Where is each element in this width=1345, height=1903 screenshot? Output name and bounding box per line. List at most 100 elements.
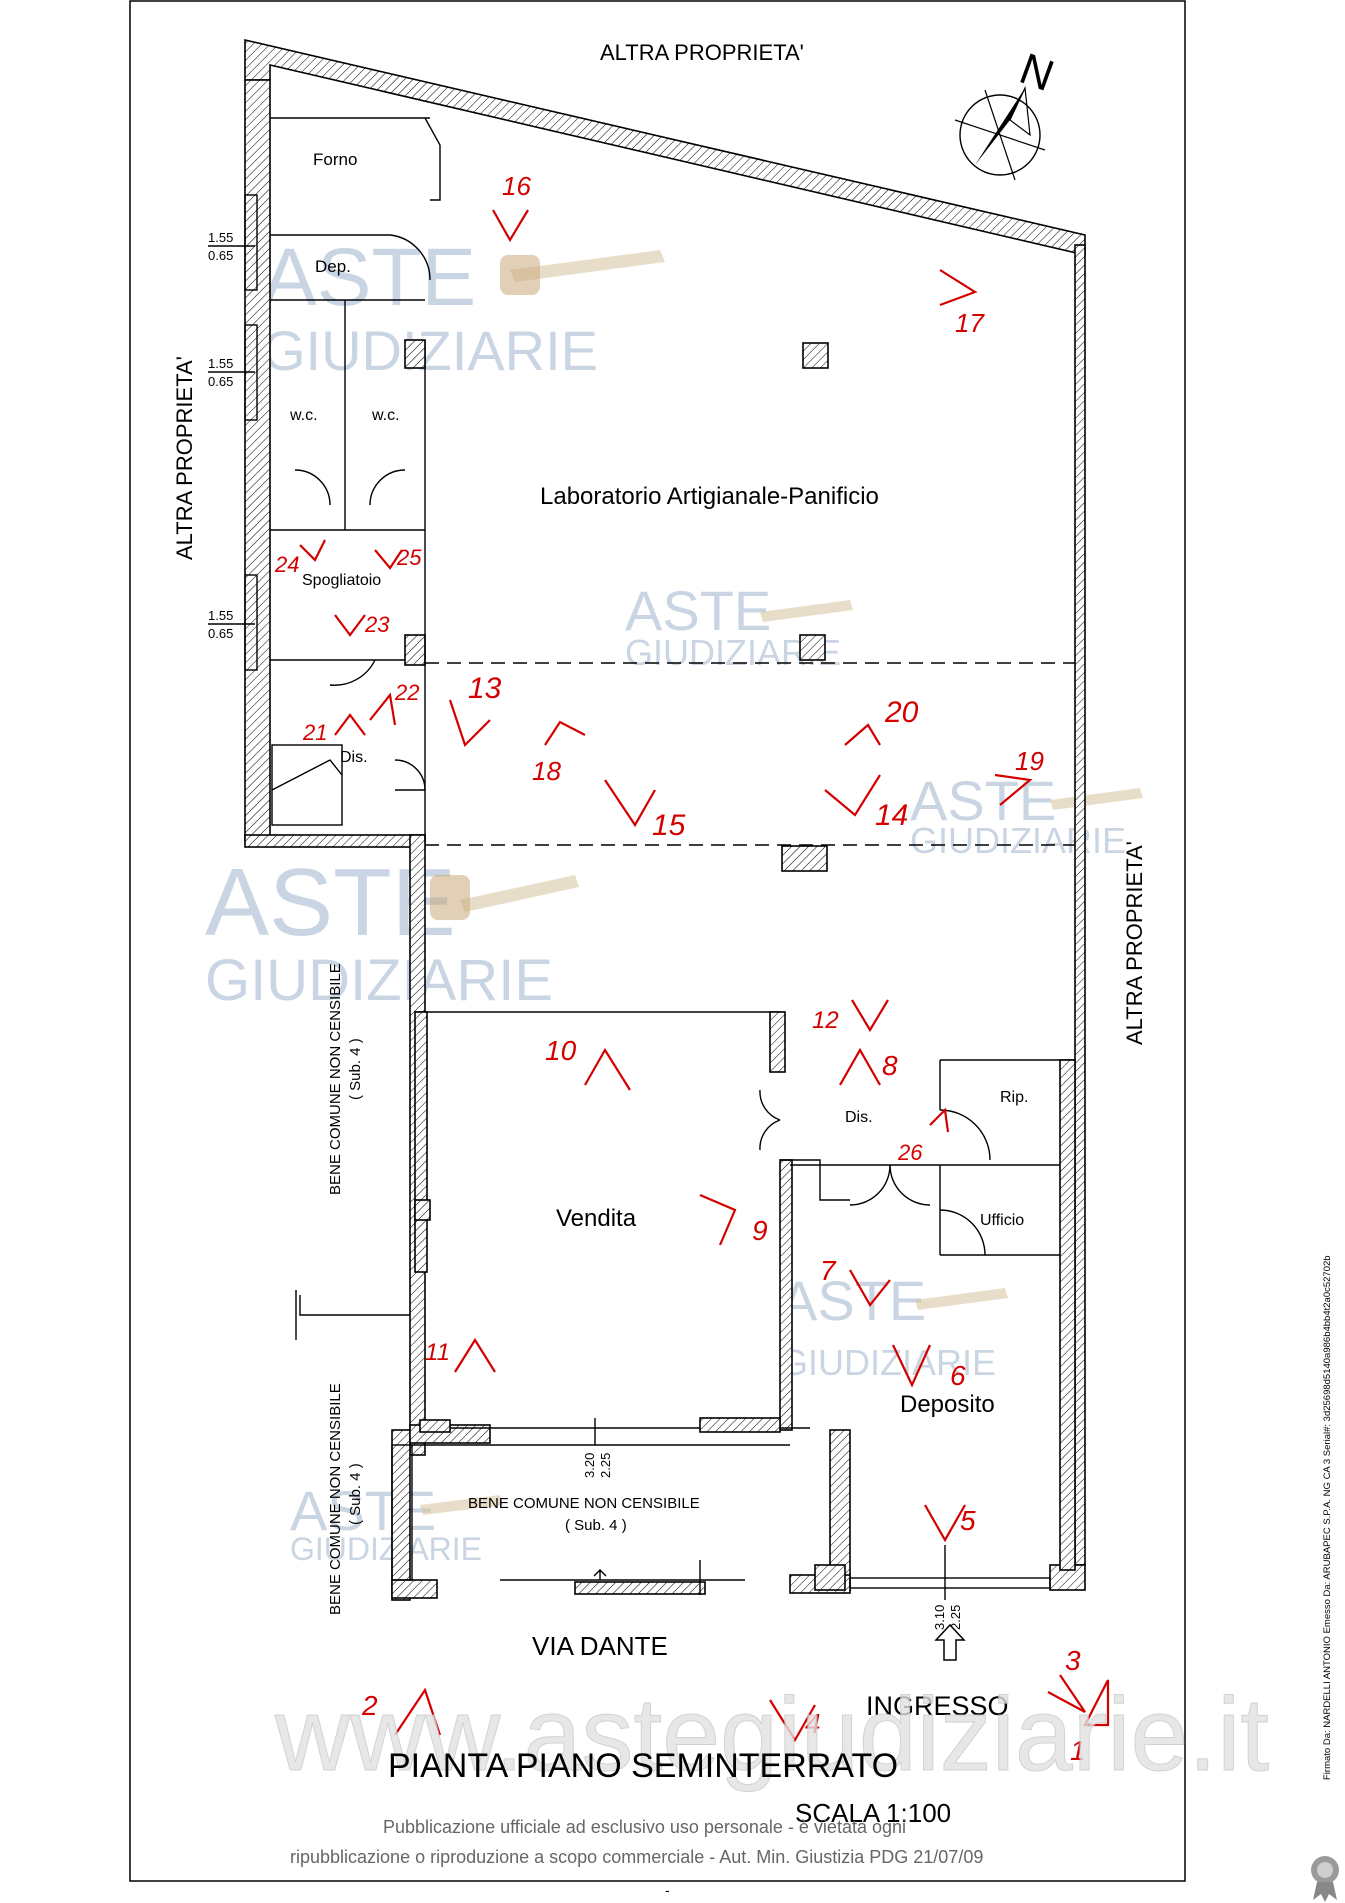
svg-text:9: 9 xyxy=(752,1215,768,1246)
watermark-logo: ASTE GIUDIZIARIE xyxy=(205,849,579,1013)
gavel-icon xyxy=(460,875,579,912)
svg-text:26: 26 xyxy=(897,1140,923,1165)
photo-marker-11: 11 xyxy=(425,1337,496,1373)
sheet-frame xyxy=(129,0,1186,1882)
opening-dimension-b: 2.25 xyxy=(948,1605,963,1630)
svg-text:1.55: 1.55 xyxy=(208,356,233,371)
photo-marker-18: 18 xyxy=(532,720,586,786)
photo-marker-20: 20 xyxy=(844,696,919,746)
footer-line-2: ripubblicazione o riproduzione a scopo c… xyxy=(290,1847,983,1867)
svg-text:0.65: 0.65 xyxy=(208,626,233,641)
common-area-label-lower: BENE COMUNE NON CENSIBILE xyxy=(327,1383,344,1615)
opening-dimension-a: 3.20 xyxy=(582,1453,597,1478)
photo-marker-5: 5 xyxy=(924,1504,976,1543)
svg-text:GIUDIZIARIE: GIUDIZIARIE xyxy=(910,820,1126,861)
photo-marker-25: 25 xyxy=(374,545,422,570)
svg-text:GIUDIZIARIE: GIUDIZIARIE xyxy=(205,948,553,1013)
svg-text:18: 18 xyxy=(532,756,561,786)
photo-marker-24: 24 xyxy=(274,539,326,577)
svg-text:15: 15 xyxy=(652,809,686,842)
room-label-rip: Rip. xyxy=(1000,1089,1028,1106)
opening-dimension-b: 2.25 xyxy=(598,1453,613,1478)
svg-text:0.65: 0.65 xyxy=(208,248,233,263)
seal-icon xyxy=(1311,1856,1339,1902)
photo-marker-2: 2 xyxy=(361,1687,442,1736)
window-dimension: 1.55 0.65 xyxy=(208,230,255,263)
gavel-icon xyxy=(760,600,853,622)
photo-marker-4: 4 xyxy=(769,1699,821,1743)
north-label: N xyxy=(1014,44,1061,101)
watermark-logo: ASTE GIUDIZIARIE xyxy=(780,1269,1008,1383)
photo-marker-15: 15 xyxy=(604,779,686,842)
photo-marker-26: 26 xyxy=(897,1107,950,1165)
footer-line-1: Pubblicazione ufficiale ad esclusivo uso… xyxy=(383,1817,906,1837)
svg-text:13: 13 xyxy=(468,672,502,705)
room-label-bene-comune-sub: ( Sub. 4 ) xyxy=(565,1517,627,1534)
site-watermark: www.astegiudiziarie.it xyxy=(274,1677,1269,1793)
svg-text:21: 21 xyxy=(302,720,327,745)
gavel-icon xyxy=(510,250,665,282)
svg-text:11: 11 xyxy=(425,1339,450,1366)
svg-text:17: 17 xyxy=(955,308,985,338)
room-label-forno: Forno xyxy=(313,150,357,169)
photo-marker-21: 21 xyxy=(302,713,366,745)
svg-text:23: 23 xyxy=(364,612,390,637)
svg-text:GIUDIZIARIE: GIUDIZIARIE xyxy=(290,1531,482,1567)
gavel-icon xyxy=(420,1495,503,1515)
room-label-dep: Dep. xyxy=(315,257,351,276)
room-label-deposito: Deposito xyxy=(900,1391,995,1418)
svg-text:12: 12 xyxy=(812,1007,839,1034)
svg-text:19: 19 xyxy=(1015,746,1044,776)
common-area-sub-lower: ( Sub. 4 ) xyxy=(347,1463,364,1525)
photo-marker-14: 14 xyxy=(824,774,908,832)
photo-marker-17: 17 xyxy=(939,269,985,338)
svg-text:ASTE: ASTE xyxy=(625,579,771,642)
svg-text:22: 22 xyxy=(394,680,419,705)
common-area-label-upper: BENE COMUNE NON CENSIBILE xyxy=(327,963,344,1195)
common-area-sub-upper: ( Sub. 4 ) xyxy=(347,1038,364,1100)
photo-marker-13: 13 xyxy=(448,672,502,748)
neighbor-right-label: ALTRA PROPRIETA' xyxy=(1122,841,1147,1045)
footer-mark: - xyxy=(665,1882,670,1898)
svg-text:5: 5 xyxy=(960,1505,976,1536)
room-label-wc-1: w.c. xyxy=(289,407,318,424)
gavel-icon xyxy=(915,1288,1008,1310)
opening-dimension-a: 3.10 xyxy=(932,1605,947,1630)
photo-marker-12: 12 xyxy=(812,999,889,1034)
svg-text:4: 4 xyxy=(805,1708,821,1739)
svg-text:25: 25 xyxy=(396,545,422,570)
outer-walls xyxy=(244,38,1086,1601)
room-label-dis-left: Dis. xyxy=(340,749,368,766)
svg-text:ASTE: ASTE xyxy=(780,1269,926,1332)
north-arrow-icon: N xyxy=(954,44,1061,181)
svg-text:24: 24 xyxy=(274,552,299,577)
plan-scale: SCALA 1:100 xyxy=(795,1798,951,1828)
watermark-logo: ASTE GIUDIZIARIE xyxy=(625,579,853,673)
svg-text:6: 6 xyxy=(950,1360,966,1391)
entrance-label: INGRESSO xyxy=(866,1691,1009,1721)
room-label-dis-center: Dis. xyxy=(845,1109,873,1126)
svg-text:1.55: 1.55 xyxy=(208,608,233,623)
svg-text:2: 2 xyxy=(361,1690,378,1721)
svg-text:GIUDIZIARIE: GIUDIZIARIE xyxy=(262,319,598,382)
room-label-ufficio: Ufficio xyxy=(980,1212,1024,1229)
room-label-vendita: Vendita xyxy=(556,1205,637,1232)
svg-text:0.65: 0.65 xyxy=(208,374,233,389)
photo-marker-10: 10 xyxy=(545,1035,631,1091)
photo-marker-22: 22 xyxy=(369,680,419,726)
svg-text:7: 7 xyxy=(820,1255,837,1286)
photo-marker-6: 6 xyxy=(892,1344,966,1391)
photo-marker-23: 23 xyxy=(334,612,390,637)
digital-signature: Firmato Da: NARDELLI ANTONIO Emesso Da: … xyxy=(1322,1255,1333,1780)
neighbor-top-label: ALTRA PROPRIETA' xyxy=(600,40,804,65)
room-label-wc-2: w.c. xyxy=(371,407,400,424)
svg-text:GIUDIZIARIE: GIUDIZIARIE xyxy=(780,1342,996,1383)
svg-text:16: 16 xyxy=(502,171,531,201)
internal-walls xyxy=(244,117,1076,1600)
photo-marker-16: 16 xyxy=(492,171,531,243)
photo-markers: 1 2 3 4 5 6 7 8 9 10 11 12 13 14 15 16 1… xyxy=(274,171,1110,1766)
plan-title: PIANTA PIANO SEMINTERRATO xyxy=(388,1747,898,1785)
street-label: VIA DANTE xyxy=(532,1631,668,1661)
svg-text:20: 20 xyxy=(884,696,919,729)
